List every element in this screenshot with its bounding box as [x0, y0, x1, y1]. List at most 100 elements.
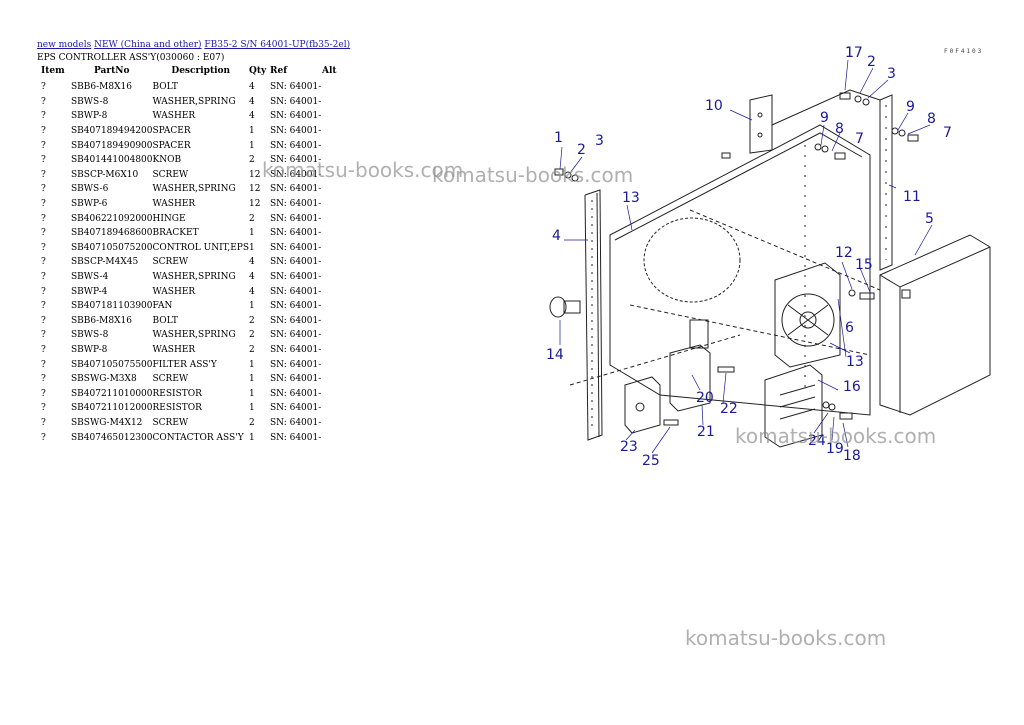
cell-qty: 1	[248, 374, 255, 385]
cell-alt	[322, 80, 342, 95]
figure-code: F0F4103	[944, 48, 984, 55]
callout-number: 4	[552, 228, 561, 244]
cell-item: ?	[41, 315, 46, 326]
mounting-plate-part	[609, 124, 871, 416]
cell-ref: SN: 64001-	[269, 257, 322, 268]
fan-part	[774, 262, 841, 368]
cell-description: SCREW	[152, 257, 189, 268]
contactor-part	[624, 376, 661, 434]
callout-number: 23	[620, 439, 638, 455]
cell-ref: SN: 64001-	[269, 272, 322, 283]
cell-description: BOLT	[152, 82, 178, 93]
cell-qty: 1	[248, 126, 255, 137]
cell-alt	[322, 416, 342, 431]
cell-partno: SB407211010000	[71, 388, 153, 399]
resistor-part	[669, 319, 711, 412]
control-unit-part	[879, 234, 991, 416]
breadcrumb-link-new-models[interactable]: new models	[37, 40, 92, 50]
door-panel-part	[584, 189, 603, 441]
breadcrumb-link-model[interactable]: FB35-2 S/N 64001-UP(fb35-2el)	[204, 40, 351, 50]
cell-partno: SBWP-8	[71, 111, 108, 122]
fasteners-part	[554, 92, 919, 426]
cell-ref: SN: 64001-	[269, 96, 322, 107]
header-ref: Ref	[269, 66, 288, 76]
cell-partno: SB407181103900	[71, 301, 153, 312]
cell-qty: 1	[248, 432, 255, 443]
callout-number: 2	[867, 54, 876, 70]
callout-number: 13	[846, 354, 864, 370]
cell-partno: SB407189490900	[71, 140, 153, 151]
cell-item: ?	[41, 213, 46, 224]
frame-rail-part	[879, 94, 893, 271]
callout-number: 17	[845, 45, 863, 61]
cell-ref: SN: 64001-	[269, 344, 322, 355]
cell-description: SPACER	[152, 140, 191, 151]
cell-partno: SBSWG-M3X8	[71, 374, 137, 385]
cell-alt	[322, 328, 342, 343]
cell-description: SCREW	[152, 169, 189, 180]
cell-qty: 1	[248, 228, 255, 239]
cell-ref: SN: 64001-	[269, 213, 322, 224]
cell-item: ?	[41, 140, 46, 151]
header-qty: Qty	[248, 66, 267, 76]
cell-qty: 4	[248, 111, 255, 122]
cell-alt	[322, 211, 342, 226]
callout-number: 7	[855, 131, 864, 147]
cell-ref: SN: 64001-	[269, 359, 322, 370]
cell-ref: SN: 64001-	[269, 242, 322, 253]
cell-item: ?	[41, 286, 46, 297]
header-alt: Alt	[321, 66, 337, 76]
callout-number: 12	[835, 245, 853, 261]
cell-partno: SBB6-M8X16	[71, 82, 132, 93]
cell-ref: SN: 64001-	[269, 374, 322, 385]
cell-description: WASHER	[152, 286, 196, 297]
knob-part	[549, 296, 581, 318]
callout-number: 1	[554, 130, 563, 146]
cell-description: CONTACTOR ASS'Y	[152, 432, 244, 443]
cell-ref: SN: 64001-	[269, 228, 322, 239]
page-title: EPS CONTROLLER ASS'Y(030060 : E07)	[37, 53, 225, 63]
cell-qty: 1	[248, 140, 255, 151]
cell-item: ?	[41, 257, 46, 268]
cell-ref: SN: 64001-	[269, 155, 322, 166]
callout-number: 7	[943, 125, 952, 141]
cell-description: WASHER	[152, 111, 196, 122]
cell-partno: SBB6-M8X16	[71, 315, 132, 326]
cell-partno: SBWP-4	[71, 286, 108, 297]
cell-ref: SN: 64001-	[269, 301, 322, 312]
cell-qty: 2	[248, 315, 255, 326]
watermark: komatsu-books.com	[685, 626, 887, 650]
cell-qty: 12	[248, 199, 261, 210]
cell-alt	[322, 197, 342, 212]
cell-partno: SB407105075200	[71, 242, 153, 253]
cell-ref: SN: 64001-	[269, 126, 322, 137]
cell-item: ?	[41, 184, 46, 195]
cell-ref: SN: 64001-	[269, 403, 322, 414]
cell-item: ?	[41, 301, 46, 312]
callout-number: 6	[845, 320, 854, 336]
cell-partno: SB401441004800	[71, 155, 153, 166]
cell-alt	[322, 299, 342, 314]
cell-qty: 4	[248, 82, 255, 93]
cell-description: BOLT	[152, 315, 178, 326]
exploded-parts-diagram: 1231098798712313115412151461316202221232…	[546, 45, 991, 469]
cell-item: ?	[41, 432, 46, 443]
cell-partno: SB406221092000	[71, 213, 153, 224]
callout-number: 8	[835, 121, 844, 137]
callout-number: 3	[595, 133, 604, 149]
cell-item: ?	[41, 330, 46, 341]
cell-ref: SN: 64001-	[269, 184, 322, 195]
cell-description: WASHER	[152, 344, 196, 355]
cell-partno: SB407211012000	[71, 403, 153, 414]
cell-alt	[322, 95, 342, 110]
breadcrumb-link-region[interactable]: NEW (China and other)	[94, 40, 202, 50]
